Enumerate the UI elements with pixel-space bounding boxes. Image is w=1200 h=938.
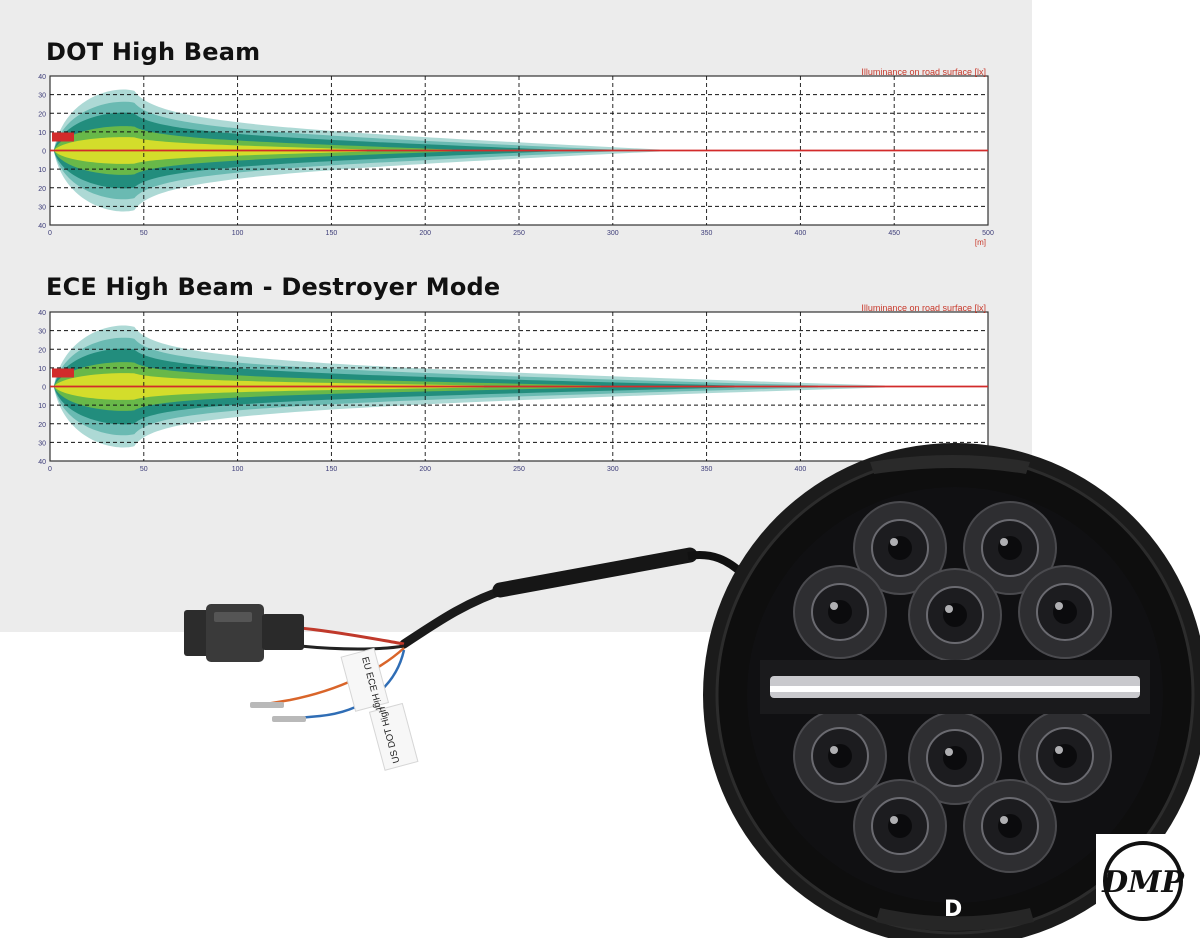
connector-plug	[184, 604, 304, 662]
marker-tag	[52, 368, 74, 378]
y-tick-label: 40	[38, 223, 46, 230]
x-tick-label: 200	[419, 230, 431, 237]
y-tick-label: 10	[38, 366, 46, 373]
bezel-bottom-tab	[876, 908, 1034, 931]
red-wire	[299, 626, 405, 646]
y-tick-label: 40	[38, 459, 46, 466]
dmp-logo: DMP	[1096, 834, 1190, 928]
terminal-pin	[250, 702, 284, 708]
heat-shrink-sleeve	[492, 547, 698, 598]
y-tick-label: 40	[38, 310, 46, 317]
x-tick-label: 50	[140, 466, 148, 473]
x-tick-label: 300	[607, 466, 619, 473]
wire-tag-ece: EU ECE High	[340, 647, 390, 714]
x-tick-label: 400	[795, 230, 807, 237]
led-glint	[830, 602, 838, 610]
y-tick-label: 20	[38, 111, 46, 118]
dot-chart-title: DOT High Beam	[46, 38, 261, 66]
y-tick-label: 10	[38, 403, 46, 410]
led-glint	[1000, 816, 1008, 824]
x-tick-label: 250	[513, 466, 525, 473]
y-tick-label: 10	[38, 130, 46, 137]
legend-label: Illuminance on road surface [lx]	[861, 303, 986, 313]
marker-tag	[52, 132, 74, 142]
y-tick-label: 30	[38, 93, 46, 100]
ece-chart-title: ECE High Beam - Destroyer Mode	[46, 273, 501, 301]
x-tick-label: 200	[419, 466, 431, 473]
led-glint	[945, 605, 953, 613]
legend-label: Illuminance on road surface [lx]	[861, 67, 986, 77]
led-glint	[1055, 746, 1063, 754]
y-tick-label: 0	[42, 149, 46, 156]
x-tick-label: 500	[982, 230, 994, 237]
led-glint	[1000, 538, 1008, 546]
x-tick-label: 250	[513, 230, 525, 237]
y-tick-label: 20	[38, 186, 46, 193]
y-tick-label: 0	[42, 385, 46, 392]
wire-tag-dot: US DOT High	[368, 702, 419, 771]
x-tick-label: 0	[48, 230, 52, 237]
led-module-group	[793, 501, 1112, 873]
x-tick-label: 450	[888, 230, 900, 237]
x-tick-label: 350	[701, 230, 713, 237]
led-glint	[890, 816, 898, 824]
y-tick-label: 20	[38, 347, 46, 354]
x-tick-label: 100	[232, 466, 244, 473]
x-tick-label: 150	[326, 466, 338, 473]
y-tick-label: 30	[38, 204, 46, 211]
y-tick-label: 30	[38, 440, 46, 447]
x-tick-label: 50	[140, 230, 148, 237]
drl-highlight	[770, 686, 1140, 692]
x-tick-label: 400	[795, 466, 807, 473]
brand-badge: D	[944, 897, 962, 922]
x-tick-label: 300	[607, 230, 619, 237]
y-tick-label: 20	[38, 422, 46, 429]
harness-cable	[399, 583, 515, 649]
led-glint	[830, 746, 838, 754]
y-tick-label: 30	[38, 329, 46, 336]
bezel-top-tab	[870, 455, 1030, 474]
logo-ring	[1103, 841, 1183, 921]
terminal-pin	[272, 716, 306, 722]
x-tick-label: 0	[48, 466, 52, 473]
x-unit-label: [m]	[975, 238, 986, 247]
y-tick-label: 40	[38, 74, 46, 81]
led-glint	[890, 538, 898, 546]
led-glint	[945, 748, 953, 756]
black-wire	[299, 644, 405, 651]
x-tick-label: 150	[326, 230, 338, 237]
x-tick-label: 350	[701, 466, 713, 473]
y-tick-label: 10	[38, 167, 46, 174]
led-glint	[1055, 602, 1063, 610]
led-headlight: D	[703, 443, 1200, 938]
x-tick-label: 100	[232, 230, 244, 237]
logo-text: DMP	[1101, 865, 1185, 900]
wiring-harness: EU ECE High US DOT High	[184, 547, 747, 771]
